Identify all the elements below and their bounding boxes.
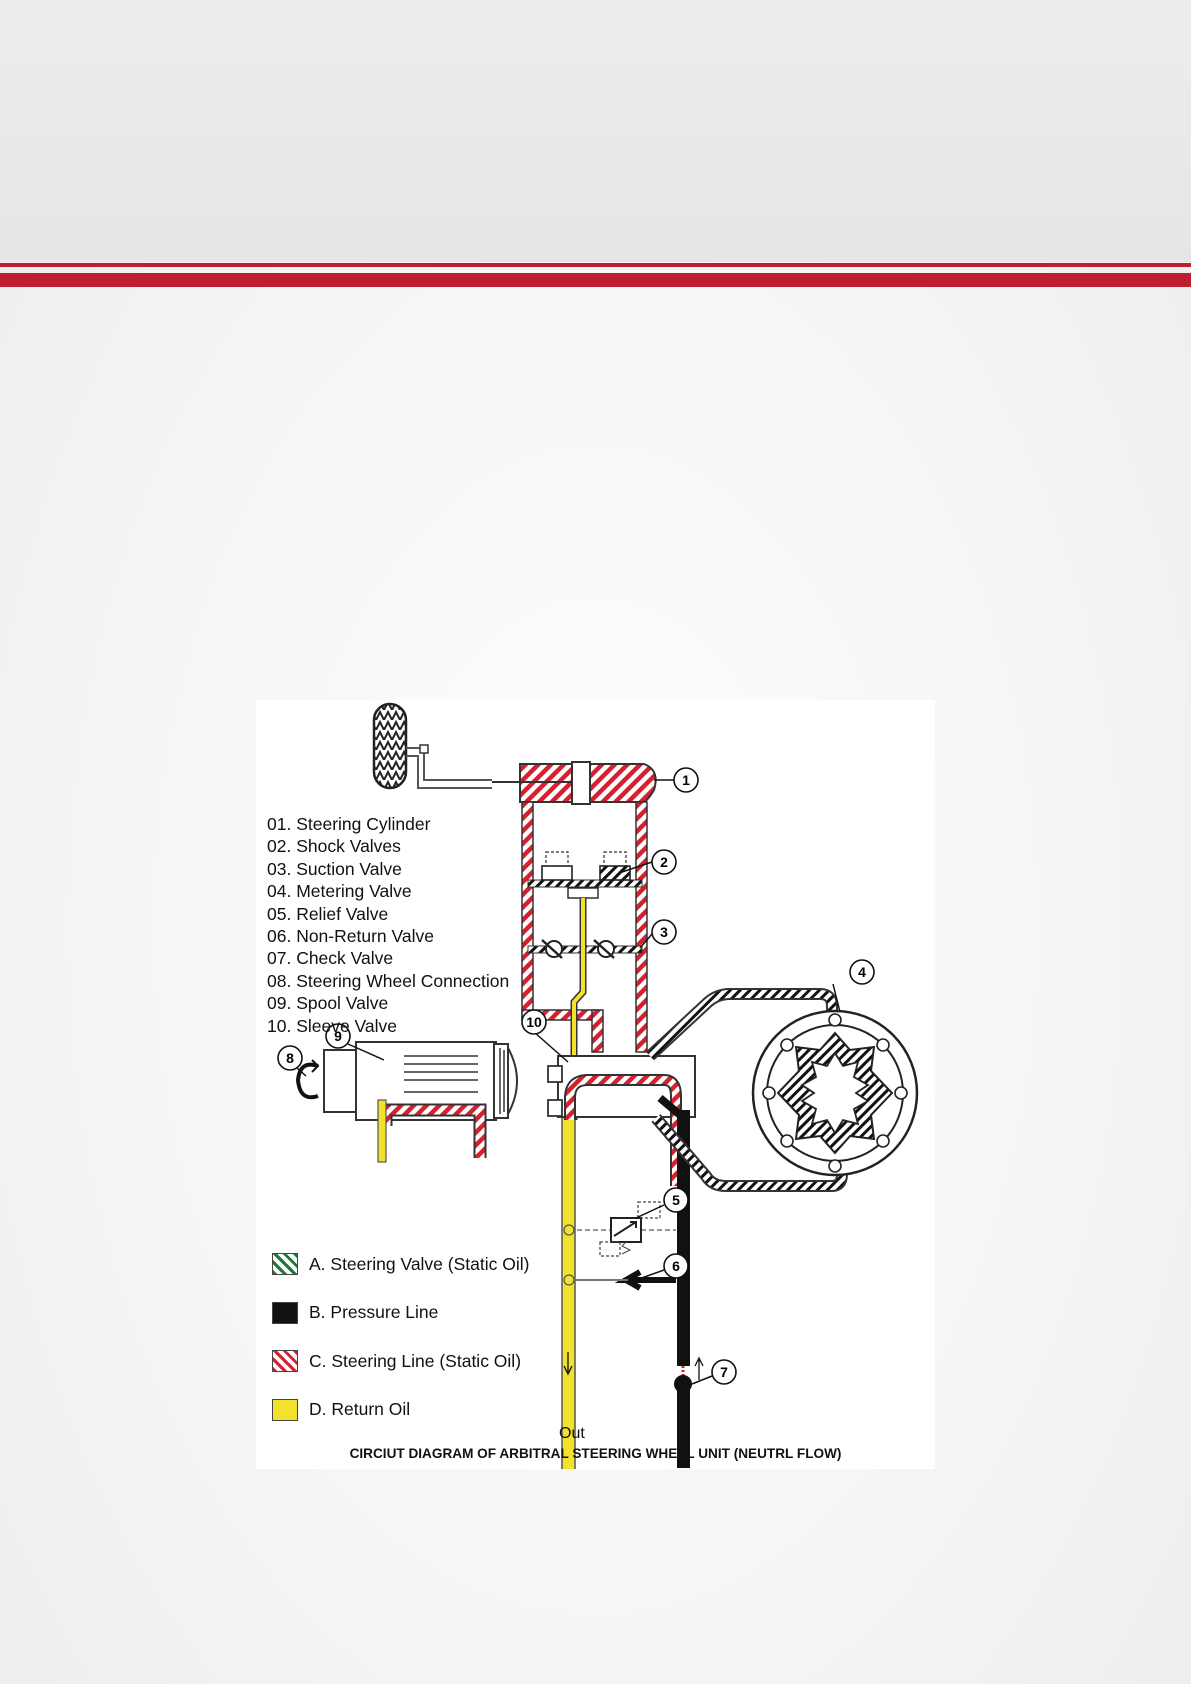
callout-10: 10	[521, 1009, 569, 1063]
key-label: C. Steering Line (Static Oil)	[309, 1350, 522, 1371]
suction-valves	[541, 939, 615, 959]
steering-line-swatch	[272, 1350, 298, 1373]
pressure-line-swatch	[272, 1301, 298, 1324]
steering-valve-swatch	[272, 1253, 298, 1276]
component-item: 06. Non-Return Valve	[267, 926, 434, 947]
callout-2-label: 2	[660, 854, 668, 870]
metering-valve	[751, 1009, 919, 1177]
component-item: 01. Steering Cylinder	[267, 814, 431, 834]
in-port-label: In	[676, 1425, 690, 1442]
header-band	[0, 0, 1191, 262]
callout-7: 7	[691, 1359, 737, 1385]
header-stripe-thin	[0, 263, 1191, 267]
circuit-diagram-figure: 1 2 3 4 5 6 7	[256, 700, 935, 1469]
component-item: 05. Relief Valve	[267, 903, 389, 924]
callout-1: 1	[654, 767, 699, 793]
tyre-icon	[372, 702, 408, 790]
key-label: D. Return Oil	[309, 1399, 411, 1420]
component-item: 02. Shock Valves	[267, 836, 401, 857]
callout-10-label: 10	[526, 1014, 542, 1030]
callout-9: 9	[325, 1023, 385, 1061]
component-item: 04. Metering Valve	[267, 881, 412, 902]
callout-7-label: 7	[720, 1364, 728, 1380]
callout-6-label: 6	[672, 1258, 680, 1274]
component-item: 10. Sleeve Valve	[267, 1015, 398, 1036]
component-list: 01. Steering Cylinder 02. Shock Valves 0…	[267, 813, 509, 1037]
callout-5-label: 5	[672, 1192, 680, 1208]
component-item: 09. Spool Valve	[267, 993, 389, 1014]
callout-4-label: 4	[858, 964, 866, 980]
out-port-label: Out	[559, 1425, 585, 1442]
key-item: A. Steering Valve (Static Oil)	[272, 1240, 529, 1289]
header-stripe-thick	[0, 273, 1191, 287]
return-oil-swatch	[272, 1398, 298, 1421]
callout-8: 8	[277, 1045, 307, 1077]
callout-3: 3	[639, 919, 677, 949]
callout-6: 6	[635, 1253, 689, 1281]
relief-valve	[563, 1201, 676, 1257]
key-item: C. Steering Line (Static Oil)	[272, 1337, 529, 1386]
key-label: A. Steering Valve (Static Oil)	[309, 1253, 530, 1274]
steering-cylinder	[492, 761, 657, 805]
callout-1-label: 1	[682, 772, 690, 788]
shock-valves	[541, 851, 631, 899]
callout-5: 5	[635, 1187, 689, 1219]
circuit-diagram-drawing: 1 2 3 4 5 6 7	[277, 702, 919, 1469]
callout-9-label: 9	[334, 1028, 342, 1044]
component-item: 07. Check Valve	[267, 948, 394, 969]
diagram-caption: CIRCIUT DIAGRAM OF ARBITRAL STEERING WHE…	[349, 1446, 842, 1461]
line-type-key: A. Steering Valve (Static Oil) B. Pressu…	[272, 1240, 529, 1434]
component-item: 08. Steering Wheel Connection	[267, 970, 510, 991]
component-item: 03. Suction Valve	[267, 858, 402, 879]
callout-2: 2	[621, 849, 677, 875]
key-item: D. Return Oil	[272, 1386, 529, 1435]
key-item: B. Pressure Line	[272, 1289, 529, 1338]
callout-4: 4	[832, 959, 875, 1013]
callout-3-label: 3	[660, 924, 668, 940]
key-label: B. Pressure Line	[309, 1302, 439, 1323]
callout-8-label: 8	[286, 1050, 294, 1066]
